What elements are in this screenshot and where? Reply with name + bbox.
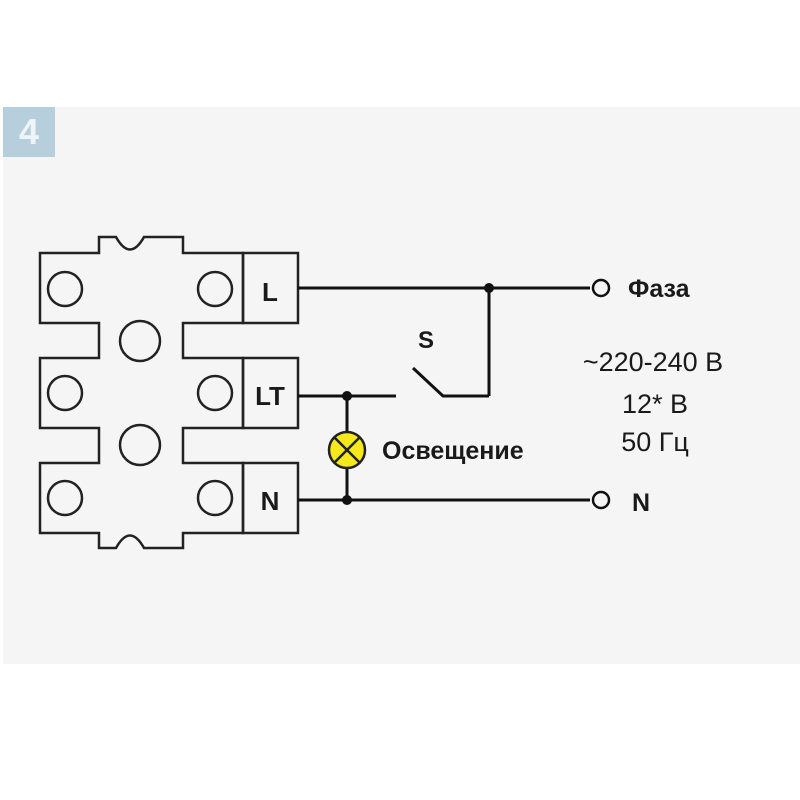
switch-contact <box>411 366 489 398</box>
screw-hole-right-3 <box>196 479 234 517</box>
diagram-panel <box>3 107 800 664</box>
screw-hole-right-1 <box>196 270 234 308</box>
switch-label: S <box>418 327 434 354</box>
neutral-terminal-circle <box>591 490 611 510</box>
junction-dot-phase <box>484 283 494 293</box>
screw-hole-left-3 <box>46 479 84 517</box>
screw-hole-right-2 <box>196 374 234 412</box>
terminal-box-LT <box>241 356 300 430</box>
device-body-outline <box>38 235 245 550</box>
screw-hole-left-1 <box>46 270 84 308</box>
terminal-label-L: L <box>262 277 278 307</box>
screw-hole-left-2 <box>46 374 84 412</box>
terminal-box-N <box>241 461 300 535</box>
frequency-text: 50 Гц <box>621 427 689 457</box>
lamp-label: Освещение <box>382 437 524 465</box>
phase-label: Фаза <box>628 275 691 303</box>
junction-dot-neutral <box>342 495 352 505</box>
junction-dot-lt <box>342 391 352 401</box>
neutral-label: N <box>632 489 650 517</box>
lamp-icon <box>327 430 367 470</box>
voltage-low-text: 12* В <box>622 389 688 419</box>
terminal-label-N: N <box>261 486 280 516</box>
phase-terminal-circle <box>591 278 611 298</box>
terminal-label-LT: LT <box>255 381 285 411</box>
center-hole-1 <box>118 319 162 363</box>
voltage-range-text: ~220-240 В <box>583 347 723 377</box>
step-number-badge: 4 <box>3 107 55 157</box>
center-hole-2 <box>118 423 162 467</box>
